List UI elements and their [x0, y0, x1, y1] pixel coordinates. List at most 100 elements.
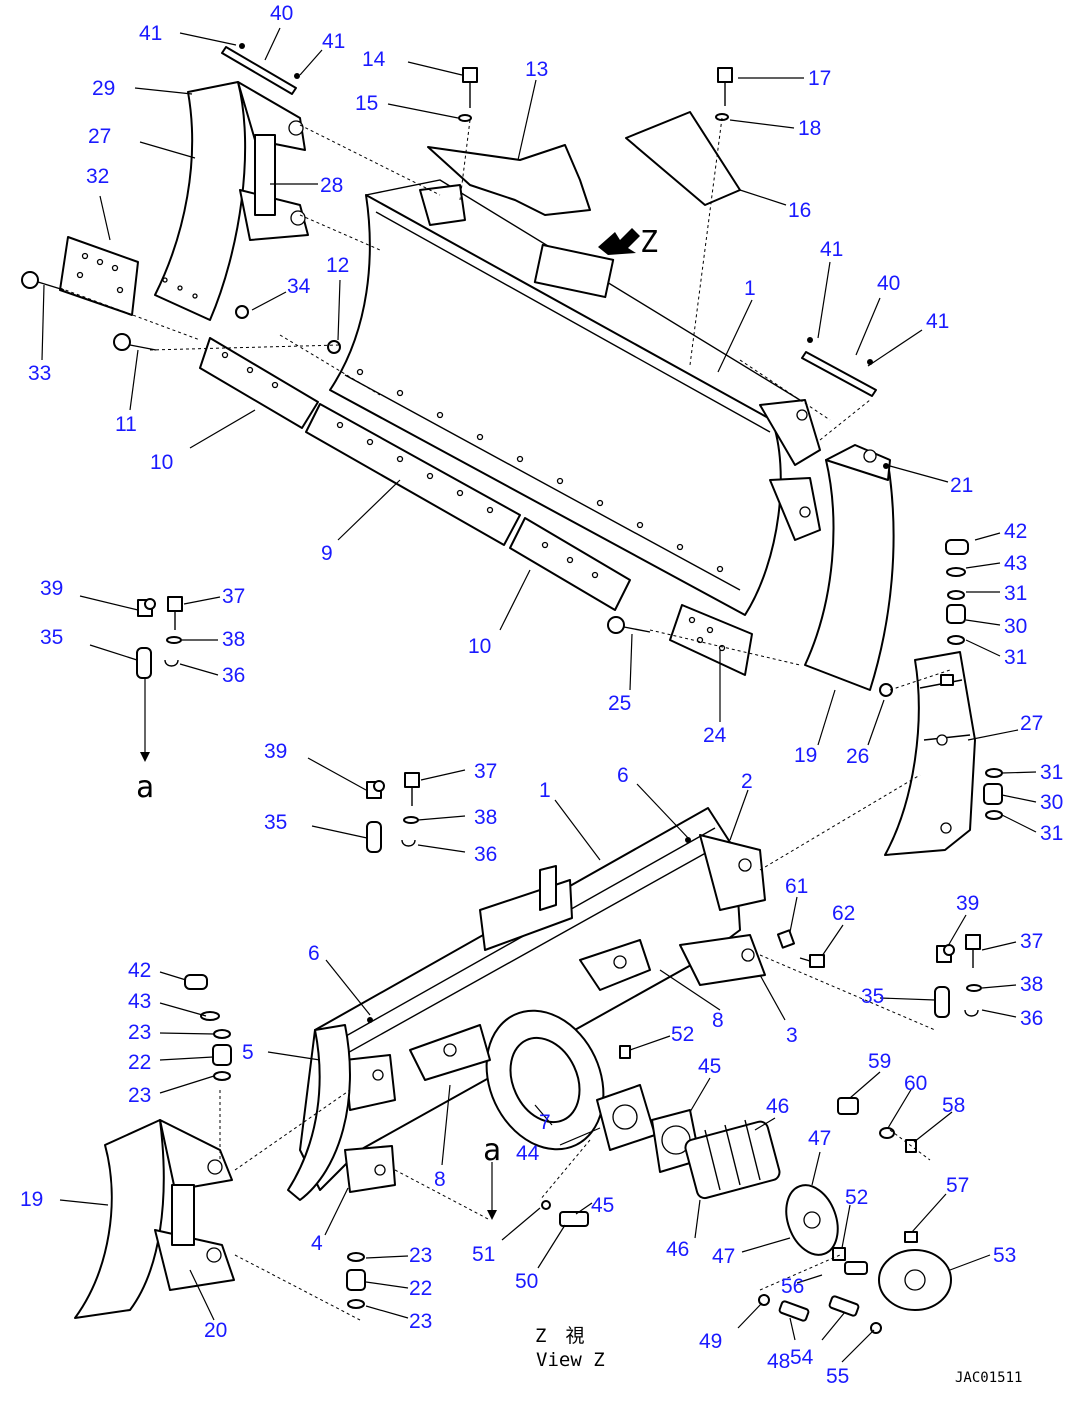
right-frame-bracket	[884, 651, 1003, 856]
callout-41: 41	[820, 238, 843, 261]
callout-57: 57	[946, 1174, 969, 1197]
fasteners-upper	[21, 43, 969, 697]
callout-30: 30	[1004, 615, 1027, 638]
callout-1: 1	[539, 779, 551, 802]
callout-6: 6	[308, 942, 320, 965]
callout-1: 1	[744, 277, 756, 300]
callout-31: 31	[1040, 761, 1063, 784]
callout-22: 22	[409, 1277, 432, 1300]
callout-23: 23	[409, 1244, 432, 1267]
view-caption-jp: Z 視	[535, 1325, 584, 1347]
callout-41: 41	[926, 310, 949, 333]
callout-38: 38	[474, 806, 497, 829]
callout-28: 28	[320, 174, 343, 197]
edge-bolt-holes	[221, 351, 599, 579]
callout-47: 47	[712, 1245, 735, 1268]
callout-56: 56	[781, 1275, 804, 1298]
reference-a-lower: a	[483, 1133, 501, 1168]
callout-5: 5	[242, 1041, 254, 1064]
callout-34: 34	[287, 275, 311, 298]
left-side-plate-lower	[74, 974, 366, 1319]
callout-19: 19	[20, 1188, 43, 1211]
callout-11: 11	[115, 413, 137, 436]
blade-lower-frame	[287, 807, 766, 1201]
callout-33: 33	[28, 362, 51, 385]
callout-43: 43	[128, 990, 151, 1013]
callout-18: 18	[798, 117, 821, 140]
callout-8: 8	[712, 1009, 724, 1032]
callout-39: 39	[956, 892, 979, 915]
callout-35: 35	[861, 985, 884, 1008]
callout-19: 19	[794, 744, 817, 767]
covers-upper	[427, 111, 741, 216]
callout-4: 4	[311, 1232, 323, 1255]
callout-61: 61	[785, 875, 808, 898]
callout-25: 25	[608, 692, 631, 715]
callout-38: 38	[222, 628, 245, 651]
callout-36: 36	[1020, 1007, 1043, 1030]
callout-29: 29	[92, 77, 115, 100]
left-side-plate-upper	[59, 81, 309, 321]
callout-52: 52	[671, 1023, 694, 1046]
callout-62: 62	[832, 902, 855, 925]
callout-27: 27	[88, 125, 111, 148]
callout-36: 36	[474, 843, 497, 866]
callout-13: 13	[525, 58, 548, 81]
callout-48: 48	[767, 1350, 790, 1373]
callout-37: 37	[474, 760, 497, 783]
callout-50: 50	[515, 1270, 538, 1293]
alignment-lines	[59, 117, 951, 1321]
callout-10: 10	[468, 635, 491, 658]
callout-40: 40	[877, 272, 900, 295]
leader-lines	[41, 27, 1037, 1363]
pin-sets	[136, 596, 982, 1018]
callout-37: 37	[1020, 930, 1043, 953]
callout-35: 35	[264, 811, 287, 834]
callout-26: 26	[846, 745, 869, 768]
callout-14: 14	[362, 48, 386, 71]
callout-2: 2	[741, 770, 753, 793]
callout-8: 8	[434, 1168, 446, 1191]
callout-54: 54	[790, 1346, 814, 1369]
callout-47: 47	[808, 1127, 831, 1150]
callout-31: 31	[1004, 582, 1027, 605]
callout-49: 49	[699, 1330, 722, 1353]
callout-31: 31	[1040, 822, 1063, 845]
callout-6: 6	[617, 764, 629, 787]
callout-46: 46	[666, 1238, 689, 1261]
callout-58: 58	[942, 1094, 965, 1117]
callout-37: 37	[222, 585, 245, 608]
callout-31: 31	[1004, 646, 1027, 669]
reference-a-upper: a	[136, 770, 154, 805]
callout-32: 32	[86, 165, 109, 188]
cutting-edges-upper	[199, 337, 631, 611]
callout-59: 59	[868, 1050, 891, 1073]
callout-labels: 41 40 41 29 14 13 17 15 18 27 28 32 16 1…	[20, 2, 1063, 1388]
view-caption-en: View Z	[536, 1349, 605, 1371]
callout-45: 45	[591, 1194, 614, 1217]
drawing-code: JAC01511	[955, 1370, 1022, 1386]
callout-10: 10	[150, 451, 173, 474]
callout-43: 43	[1004, 552, 1027, 575]
callout-42: 42	[1004, 520, 1027, 543]
cylinder-mount-parts	[487, 929, 952, 1334]
blade-upper	[329, 179, 821, 616]
callout-22: 22	[128, 1051, 151, 1074]
callout-46: 46	[766, 1095, 789, 1118]
callout-30: 30	[1040, 791, 1063, 814]
callout-35: 35	[40, 626, 63, 649]
callout-39: 39	[264, 740, 287, 763]
callout-24: 24	[703, 724, 727, 747]
callout-15: 15	[355, 92, 378, 115]
annotations: Z a a Z 視 View Z JAC01511	[136, 225, 1022, 1386]
callout-36: 36	[222, 664, 245, 687]
right-side-plate-upper	[669, 444, 895, 691]
callout-42: 42	[128, 959, 151, 982]
callout-53: 53	[993, 1244, 1016, 1267]
callout-52: 52	[845, 1186, 868, 1209]
view-z-arrow	[598, 228, 640, 255]
callout-41: 41	[322, 30, 345, 53]
callout-23: 23	[128, 1021, 151, 1044]
callout-55: 55	[826, 1365, 849, 1388]
